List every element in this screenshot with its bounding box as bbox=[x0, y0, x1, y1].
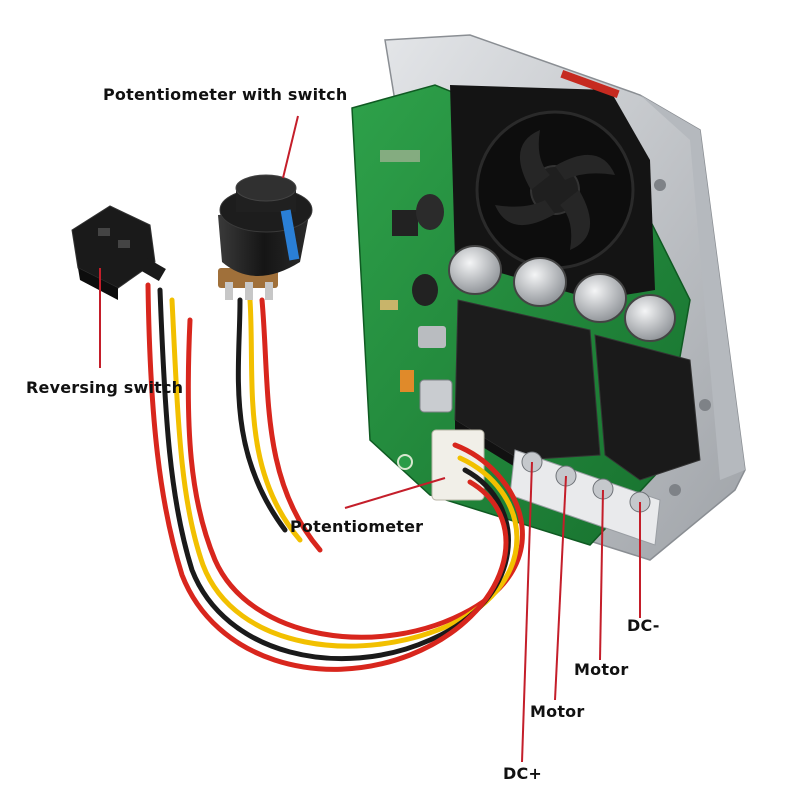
leader-line bbox=[344, 477, 446, 509]
capacitor-row bbox=[448, 245, 676, 342]
terminal-screw bbox=[419, 379, 453, 413]
cooling-fan bbox=[450, 69, 655, 300]
reversing-switch-connector bbox=[71, 205, 166, 300]
leader-line bbox=[554, 475, 567, 701]
mounting-hole bbox=[669, 484, 681, 496]
mounting-hole bbox=[699, 399, 711, 411]
mounting-hole bbox=[654, 179, 666, 191]
leader-lines bbox=[99, 115, 641, 763]
leader-line bbox=[599, 489, 604, 661]
chip bbox=[392, 210, 418, 236]
leader-line bbox=[521, 461, 533, 763]
label-potentiometer-with-switch: Potentiometer with switch bbox=[103, 85, 348, 104]
terminal-screw bbox=[418, 326, 446, 348]
relay bbox=[594, 334, 701, 481]
knob-marker bbox=[280, 209, 300, 261]
label-motor-left: Motor bbox=[530, 702, 585, 721]
label-dc-minus: DC- bbox=[627, 616, 660, 635]
small-capacitor bbox=[416, 194, 444, 230]
label-motor-right: Motor bbox=[574, 660, 629, 679]
capacitor bbox=[624, 294, 676, 342]
label-reversing-switch: Reversing switch bbox=[26, 378, 184, 397]
capacitor bbox=[573, 273, 627, 323]
small-capacitor bbox=[412, 274, 438, 306]
relay bbox=[454, 299, 601, 461]
leader-line bbox=[282, 115, 299, 179]
potentiometer-knob bbox=[218, 174, 313, 300]
capacitor bbox=[448, 245, 502, 295]
label-dc-plus: DC+ bbox=[503, 764, 543, 783]
label-potentiometer: Potentiometer bbox=[290, 517, 424, 536]
capacitor bbox=[513, 257, 567, 307]
wiring-harness bbox=[145, 282, 525, 672]
